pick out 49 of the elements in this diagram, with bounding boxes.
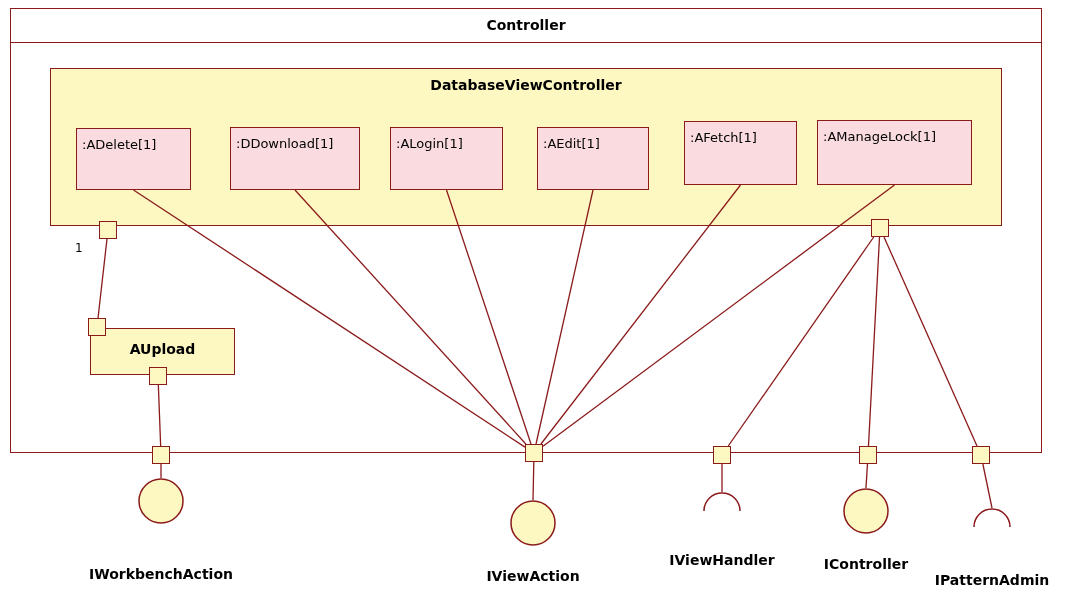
part-box — [90, 328, 235, 375]
interface-name: IController — [823, 556, 909, 572]
port-square — [972, 446, 990, 464]
port-square — [99, 221, 117, 239]
part-name: :AManageLock[1] — [823, 129, 936, 144]
interface-name: IViewHandler — [669, 552, 775, 568]
interface-name: IWorkbenchAction — [89, 566, 233, 582]
part-name: :AFetch[1] — [690, 130, 757, 145]
interface-name: IViewAction — [486, 568, 580, 584]
connector-line — [535, 189, 594, 445]
connector-line — [883, 236, 978, 447]
part-box — [817, 120, 972, 185]
connector-line — [160, 463, 162, 479]
connector-line — [532, 461, 535, 501]
port-square — [88, 318, 106, 336]
port-square — [871, 219, 889, 237]
connector-line — [865, 463, 869, 489]
connector-line — [540, 184, 742, 445]
interface-name: IPatternAdmin — [934, 572, 1050, 588]
connector-line — [982, 463, 993, 509]
connector-line — [157, 384, 162, 447]
part-box — [76, 128, 191, 190]
part-box — [684, 121, 797, 185]
port-square — [525, 444, 543, 462]
part-name: :ADelete[1] — [82, 137, 157, 152]
port-square — [149, 367, 167, 385]
connector-line — [445, 189, 532, 445]
connector-line — [97, 238, 108, 319]
multiplicity-label: 1 — [75, 241, 83, 255]
port-square — [713, 446, 731, 464]
part-box — [230, 127, 360, 190]
part-box — [537, 127, 649, 190]
connector-line — [867, 236, 881, 447]
component-name: DatabaseViewController — [430, 77, 622, 93]
part-name: AUpload — [129, 341, 196, 357]
port-square — [152, 446, 170, 464]
port-square — [859, 446, 877, 464]
connector-line — [727, 236, 875, 447]
connector-line — [542, 184, 896, 447]
part-box — [390, 127, 503, 190]
part-name: :ALogin[1] — [396, 136, 463, 151]
connector-line — [721, 463, 723, 493]
component-box — [50, 68, 1002, 226]
connector-line — [132, 189, 526, 448]
part-name: :AEdit[1] — [543, 136, 600, 151]
component-box — [10, 8, 1042, 453]
part-name: :DDownload[1] — [236, 136, 334, 151]
component-name: Controller — [486, 17, 566, 33]
connector-line — [294, 189, 527, 445]
